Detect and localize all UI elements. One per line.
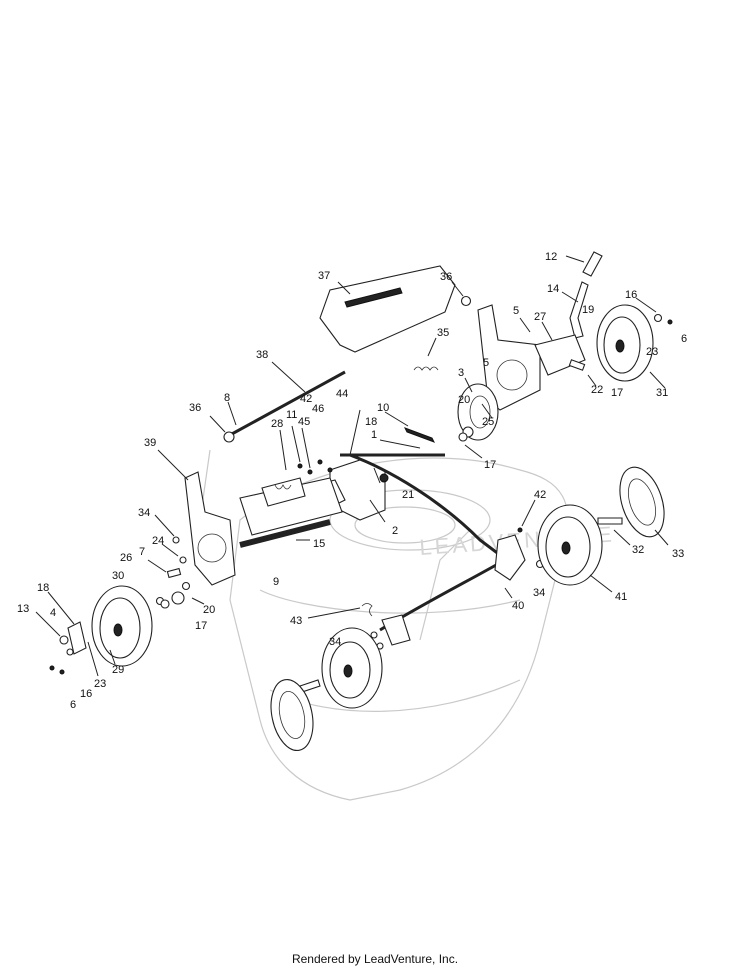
- left-height-bracket: [157, 449, 236, 586]
- callout-16: 16: [625, 289, 637, 301]
- callout-19: 19: [582, 304, 594, 316]
- callout-25: 25: [482, 416, 494, 428]
- front-hubcap-and-bolt: [270, 678, 321, 752]
- mower-deck-ghost: [199, 449, 569, 801]
- left-small-hardware: [147, 514, 191, 606]
- callout-18a: 18: [365, 416, 377, 428]
- callout-17a: 17: [611, 387, 623, 399]
- callout-13: 13: [17, 603, 29, 615]
- wheel-front-left: [321, 627, 383, 709]
- callout-35: 35: [437, 327, 449, 339]
- callout-1: 1: [371, 429, 377, 441]
- drive-gear-assembly-right: [457, 377, 499, 442]
- callout-6b: 6: [70, 699, 76, 711]
- callout-20b: 20: [203, 604, 215, 616]
- callout-5b: 5: [483, 357, 489, 369]
- callout-34b: 34: [533, 587, 545, 599]
- callout-6: 6: [681, 333, 687, 345]
- callout-20a: 20: [458, 394, 470, 406]
- callout-42b: 42: [534, 489, 546, 501]
- callout-2: 2: [392, 525, 398, 537]
- callout-42a: 42: [300, 393, 312, 405]
- rear-flap-part: [319, 265, 456, 353]
- callout-23: 23: [646, 346, 658, 358]
- footer-credit: Rendered by LeadVenture, Inc.: [291, 952, 459, 966]
- callout-23b: 23: [94, 678, 106, 690]
- spring-43: [307, 603, 373, 619]
- callout-27: 27: [534, 311, 546, 323]
- callout-labels: 12 37 36 14 16 19 5 27 6 35 23 5 38 3 22…: [17, 251, 687, 711]
- hinge-rod-38: [229, 361, 346, 437]
- callout-10: 10: [377, 402, 389, 414]
- callout-17b: 17: [484, 459, 496, 471]
- callout-5: 5: [513, 305, 519, 317]
- wheel-31-rear-right: [596, 304, 666, 389]
- bolt-22: [568, 359, 597, 387]
- callout-30: 30: [112, 570, 124, 582]
- callout-26: 26: [120, 552, 132, 564]
- hubcap-33-and-bolt-32: [597, 466, 669, 546]
- callout-7: 7: [139, 546, 145, 558]
- shift-lever-part: [561, 281, 589, 339]
- center-hardware: [279, 425, 333, 475]
- left-hub-hardware: [35, 591, 99, 677]
- callout-18b: 18: [37, 582, 49, 594]
- callout-21: 21: [402, 489, 414, 501]
- nut-36-left: [209, 401, 237, 443]
- callout-8: 8: [224, 392, 230, 404]
- callout-16b: 16: [80, 688, 92, 700]
- spring-35-part: [413, 337, 439, 371]
- callout-38: 38: [256, 349, 268, 361]
- callout-34c: 34: [329, 636, 341, 648]
- callout-37: 37: [318, 270, 330, 282]
- callout-33: 33: [672, 548, 684, 560]
- callout-17c: 17: [195, 620, 207, 632]
- callout-9: 9: [273, 576, 279, 588]
- callout-43: 43: [290, 615, 302, 627]
- callout-32: 32: [632, 544, 644, 556]
- wheel-41-front-right: [537, 504, 613, 593]
- callout-41: 41: [615, 591, 627, 603]
- callout-36: 36: [440, 271, 452, 283]
- callout-4: 4: [50, 607, 56, 619]
- pivot-bar-15: [239, 477, 343, 548]
- nut-36-top: [451, 281, 472, 307]
- callout-14: 14: [547, 283, 559, 295]
- callout-46: 46: [312, 403, 324, 415]
- callout-24: 24: [152, 535, 164, 547]
- callout-31: 31: [656, 387, 668, 399]
- drive-gear-left: [160, 591, 205, 609]
- callout-15: 15: [313, 538, 325, 550]
- callout-29: 29: [112, 664, 124, 676]
- callout-12: 12: [545, 251, 557, 263]
- callout-45: 45: [298, 416, 310, 428]
- callout-3: 3: [458, 367, 464, 379]
- callout-44: 44: [336, 388, 348, 400]
- drive-belt-10: [340, 411, 483, 459]
- front-axle-40: [349, 453, 545, 646]
- callout-39: 39: [144, 437, 156, 449]
- callout-11: 11: [286, 409, 297, 421]
- callout-34a: 34: [138, 507, 150, 519]
- wheel-29-rear-left: [91, 585, 153, 667]
- callout-22: 22: [591, 384, 603, 396]
- shift-knob-part: [565, 251, 603, 277]
- callout-28: 28: [271, 418, 283, 430]
- screw-42-right: [517, 499, 536, 533]
- callout-36b: 36: [189, 402, 201, 414]
- callout-40: 40: [512, 600, 524, 612]
- hardware-16-6-right: [635, 297, 673, 325]
